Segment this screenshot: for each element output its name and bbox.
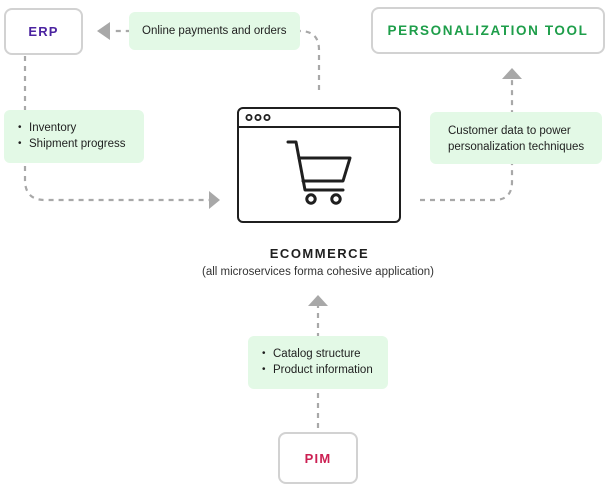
arrowhead-erp bbox=[97, 22, 110, 40]
customer-data-note: Customer data to power personalization t… bbox=[430, 112, 602, 164]
arrowhead-ecommerce-left bbox=[209, 191, 220, 209]
arrowhead-ecommerce-bottom bbox=[308, 295, 328, 306]
erp-feed-note: Inventory Shipment progress bbox=[4, 110, 144, 163]
arrow-ecommerce-to-erp bbox=[114, 29, 321, 90]
window-dots bbox=[245, 113, 271, 121]
pim-feed-note: Catalog structure Product information bbox=[248, 336, 388, 389]
erp-feed-item: Inventory bbox=[17, 120, 144, 136]
personalization-tool-node: PERSONALIZATION TOOL bbox=[371, 7, 605, 54]
payments-note-text: Online payments and orders bbox=[142, 25, 287, 37]
pim-node: PIM bbox=[278, 432, 358, 484]
payments-note: Online payments and orders bbox=[129, 12, 300, 50]
erp-feed-item: Shipment progress bbox=[17, 136, 144, 152]
ecommerce-subtitle: (all microservices forma cohesive applic… bbox=[202, 266, 434, 278]
shopping-cart-icon bbox=[286, 140, 352, 205]
erp-label: ERP bbox=[28, 24, 59, 39]
customer-data-line: Customer data to power bbox=[448, 125, 571, 137]
arrowhead-personalization bbox=[502, 68, 522, 79]
erp-node: ERP bbox=[4, 8, 83, 55]
customer-data-line: personalization techniques bbox=[448, 141, 585, 153]
personalization-tool-label: PERSONALIZATION TOOL bbox=[387, 23, 589, 38]
pim-label: PIM bbox=[304, 450, 332, 466]
arrow-ecommerce-to-personalization bbox=[420, 80, 514, 202]
ecommerce-title: ECOMMERCE bbox=[269, 246, 370, 261]
pim-feed-item: Product information bbox=[261, 362, 388, 378]
arrow-erp-to-ecommerce bbox=[23, 56, 210, 202]
ecommerce-browser-window bbox=[237, 107, 401, 223]
pim-feed-item: Catalog structure bbox=[261, 346, 388, 362]
